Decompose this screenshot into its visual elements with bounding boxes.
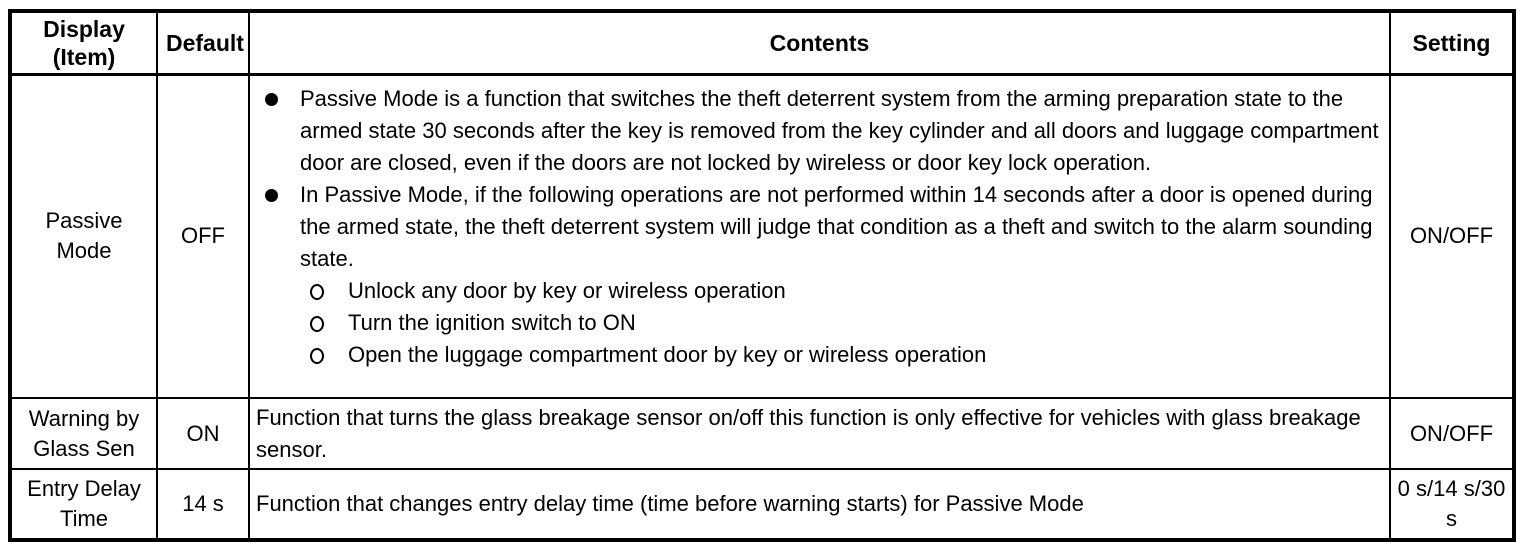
bullet-icon: [265, 188, 278, 202]
sub-bullet-text: Open the luggage compartment door by key…: [348, 341, 987, 367]
item-name: Entry Delay Time: [9, 468, 158, 541]
theft-deterrent-settings-table: Display (Item) Default Contents Setting …: [8, 9, 1516, 542]
col-header-contents: Contents: [248, 10, 1391, 76]
list-item: In Passive Mode, if the following operat…: [256, 179, 1379, 275]
setting-value: ON/OFF: [1389, 73, 1515, 399]
col-header-display-item: Display (Item): [9, 10, 158, 76]
contents-cell: Passive Mode is a function that switches…: [248, 73, 1391, 399]
col-header-setting: Setting: [1389, 10, 1515, 76]
bullet-text: Passive Mode is a function that switches…: [300, 85, 1379, 175]
col-header-default: Default: [156, 10, 250, 76]
table-row-entry-delay-time: Entry Delay Time 14 s Function that chan…: [9, 468, 1515, 541]
sub-list-item: Unlock any door by key or wireless opera…: [256, 275, 1379, 307]
item-name: Passive Mode: [9, 73, 158, 399]
setting-value: 0 s/14 s/30 s: [1389, 468, 1515, 541]
table-header: Display (Item) Default Contents Setting: [9, 10, 1515, 76]
default-value: 14 s: [156, 468, 250, 541]
contents-cell: Function that turns the glass breakage s…: [248, 397, 1391, 470]
header-row: Display (Item) Default Contents Setting: [9, 10, 1515, 76]
table-row-passive-mode: Passive Mode OFF Passive Mode is a funct…: [9, 73, 1515, 399]
item-name: Warning by Glass Sen: [9, 397, 158, 470]
circle-bullet-icon: [310, 315, 324, 332]
list-item: Passive Mode is a function that switches…: [256, 83, 1379, 179]
setting-value: ON/OFF: [1389, 397, 1515, 470]
default-value: OFF: [156, 73, 250, 399]
default-value: ON: [156, 397, 250, 470]
table-row-warning-by-glass-sen: Warning by Glass Sen ON Function that tu…: [9, 397, 1515, 470]
circle-bullet-icon: [310, 283, 324, 300]
sub-list-item: Open the luggage compartment door by key…: [256, 339, 1379, 371]
sub-bullet-text: Unlock any door by key or wireless opera…: [348, 277, 786, 303]
sub-bullet-text: Turn the ignition switch to ON: [348, 309, 636, 335]
bullet-text: In Passive Mode, if the following operat…: [300, 181, 1373, 271]
contents-cell: Function that changes entry delay time (…: [248, 468, 1391, 541]
bullet-icon: [265, 92, 278, 106]
sub-list-item: Turn the ignition switch to ON: [256, 307, 1379, 339]
circle-bullet-icon: [310, 347, 324, 364]
